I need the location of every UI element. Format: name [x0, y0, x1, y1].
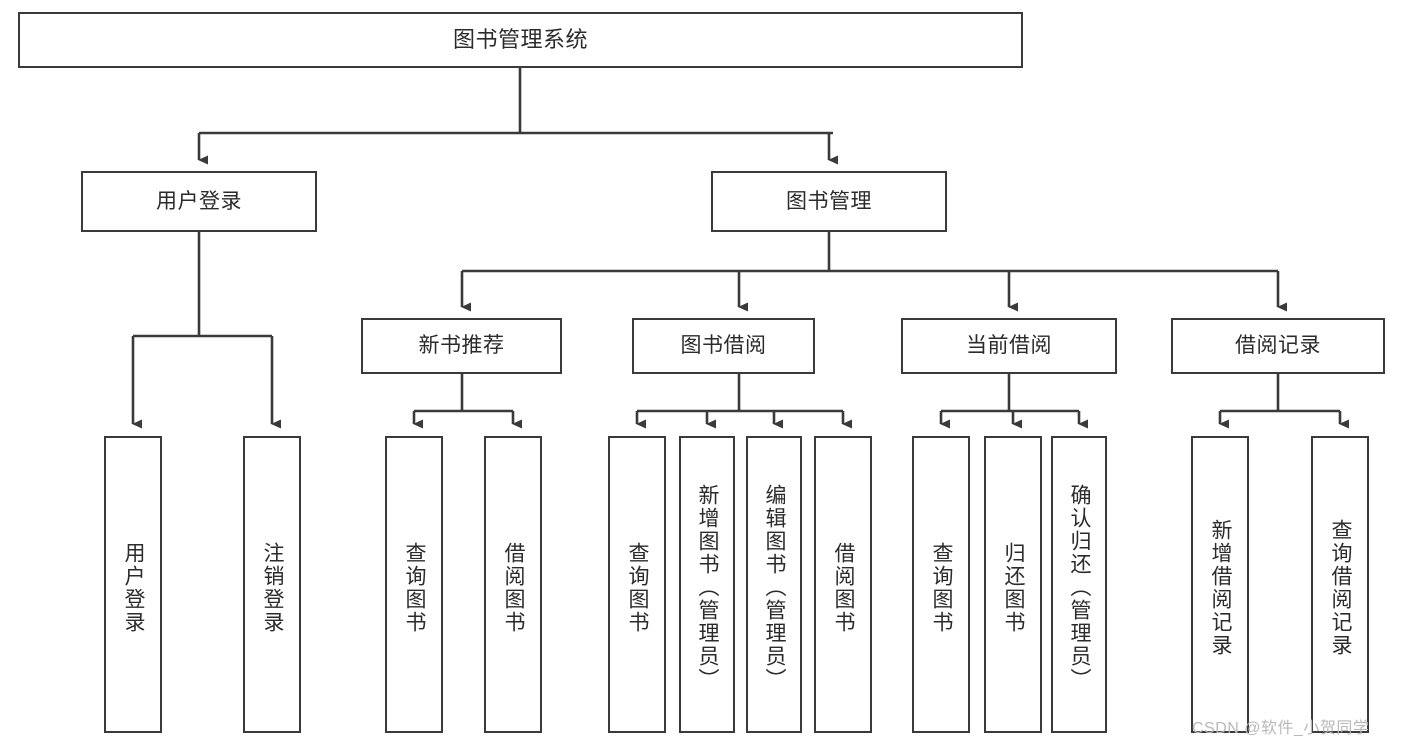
node-label: 查询图书 — [626, 541, 650, 634]
node-leaf-logout[interactable]: 注销登录 — [243, 436, 301, 733]
node-label: 注销登录 — [261, 541, 285, 634]
node-label: 用户登录 — [156, 189, 242, 213]
node-book-manage[interactable]: 图书管理 — [711, 171, 947, 232]
node-label: 查询图书 — [403, 541, 427, 634]
node-leaf-add-record[interactable]: 新增借阅记录 — [1191, 436, 1249, 733]
node-leaf-query-record[interactable]: 查询借阅记录 — [1311, 436, 1369, 733]
node-label: 归还图书 — [1002, 541, 1026, 634]
node-current-borrow[interactable]: 当前借阅 — [901, 318, 1117, 374]
node-leaf-query-book-3[interactable]: 查询图书 — [912, 436, 970, 733]
node-book-borrow[interactable]: 图书借阅 — [632, 318, 815, 374]
node-label: 查询图书 — [930, 541, 954, 634]
node-label: 当前借阅 — [966, 334, 1052, 358]
node-label: 图书借阅 — [680, 334, 767, 358]
node-leaf-user-login[interactable]: 用户登录 — [104, 436, 162, 733]
node-label: 新增借阅记录 — [1209, 518, 1233, 657]
node-label: 新书推荐 — [418, 334, 505, 358]
node-leaf-return-book[interactable]: 归还图书 — [984, 436, 1042, 733]
node-new-book-recommend[interactable]: 新书推荐 — [361, 318, 562, 374]
node-label: 借阅图书 — [832, 541, 856, 634]
node-leaf-query-book-1[interactable]: 查询图书 — [385, 436, 443, 733]
node-leaf-confirm-return[interactable]: 确认归还（管理员） — [1051, 436, 1107, 733]
node-leaf-borrow-book-2[interactable]: 借阅图书 — [814, 436, 872, 733]
node-label: 图书管理 — [786, 189, 872, 213]
node-label: 编辑图书（管理员） — [763, 484, 787, 691]
node-label: 查询借阅记录 — [1329, 518, 1353, 657]
node-label: 图书管理系统 — [452, 26, 588, 52]
node-label: 新增图书（管理员） — [696, 484, 720, 691]
node-borrow-record[interactable]: 借阅记录 — [1171, 318, 1385, 374]
node-label: 用户登录 — [122, 541, 146, 634]
node-leaf-edit-book[interactable]: 编辑图书（管理员） — [746, 436, 802, 733]
node-user-login[interactable]: 用户登录 — [81, 171, 317, 232]
node-label: 借阅记录 — [1235, 334, 1321, 358]
csdn-watermark: CSDN @软件_小贺同学 — [1192, 720, 1370, 737]
node-leaf-add-book[interactable]: 新增图书（管理员） — [679, 436, 735, 733]
node-leaf-query-book-2[interactable]: 查询图书 — [608, 436, 666, 733]
node-label: 确认归还（管理员） — [1068, 484, 1092, 691]
node-root-system[interactable]: 图书管理系统 — [18, 12, 1023, 68]
node-leaf-borrow-book-1[interactable]: 借阅图书 — [484, 436, 542, 733]
node-label: 借阅图书 — [502, 541, 526, 634]
